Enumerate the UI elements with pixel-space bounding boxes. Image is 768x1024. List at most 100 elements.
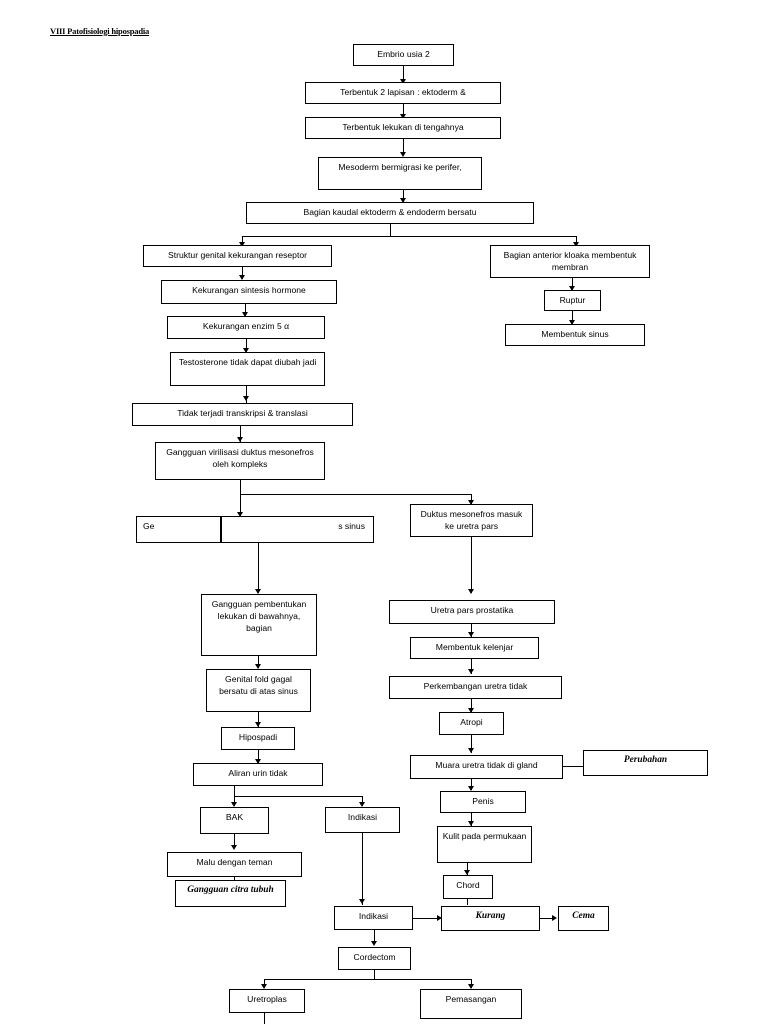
- connector-line: [563, 766, 593, 767]
- connector-line: [246, 386, 247, 403]
- node-mesoderm-bermigrasi: Mesoderm bermigrasi ke perifer,: [318, 157, 482, 190]
- connector-line: [242, 236, 243, 246]
- connector-line: [240, 494, 241, 516]
- connector-line: [258, 712, 259, 727]
- connector-line: [471, 624, 472, 637]
- node-label: Gangguan pembentukan lekukan di bawahnya…: [211, 599, 307, 634]
- arrow-icon: [569, 320, 575, 325]
- connector-line: [572, 311, 573, 324]
- node-terbentuk-lekukan: Terbentuk lekukan di tengahnya: [305, 117, 501, 139]
- connector-line: [572, 278, 573, 290]
- node-label: Cema: [572, 911, 595, 921]
- node-perkembangan-uretra: Perkembangan uretra tidak: [389, 676, 562, 699]
- arrow-icon: [400, 79, 406, 84]
- arrow-icon: [468, 821, 474, 826]
- node-label: Membentuk kelenjar: [435, 642, 514, 652]
- node-label: Testosterone tidak dapat diubah jadi: [178, 357, 317, 367]
- connector-line: [540, 918, 554, 919]
- node-label: Kekurangan enzim 5 α: [202, 321, 290, 331]
- node-testosterone-tidak-dapat: Testosterone tidak dapat diubah jadi: [170, 352, 325, 386]
- node-label: Membentuk sinus: [541, 329, 609, 339]
- node-perubahan: Perubahan: [583, 750, 708, 776]
- node-atropi: Atropi: [439, 712, 504, 735]
- connector-line: [576, 236, 577, 246]
- connector-line: [234, 796, 235, 806]
- node-label: Ge: [143, 521, 155, 531]
- node-label: Malu dengan teman: [196, 857, 273, 867]
- node-label: Kekurangan sintesis hormone: [192, 285, 306, 295]
- connector-line: [258, 656, 259, 668]
- node-label: Tidak terjadi transkripsi & translasi: [177, 408, 308, 418]
- connector-line: [403, 104, 404, 117]
- node-label: Penis: [472, 796, 494, 806]
- node-label: Atropi: [460, 717, 483, 727]
- connector-line: [403, 139, 404, 156]
- node-label: Gangguan virilisasi duktus mesonefros ol…: [166, 447, 314, 470]
- connector-line: [467, 863, 468, 875]
- arrow-icon: [468, 748, 474, 753]
- connector-line: [471, 779, 472, 790]
- node-gangguan-virilisasi: Gangguan virilisasi duktus mesonefros ol…: [155, 442, 325, 480]
- arrow-icon: [237, 437, 243, 442]
- connector-line: [374, 970, 375, 979]
- node-terbentuk-2-lapisan: Terbentuk 2 lapisan : ektoderm &: [305, 82, 501, 104]
- connector-line: [403, 66, 404, 81]
- page-title: VIII Patofisiologi hipospadia: [50, 26, 150, 36]
- connector-line: [246, 339, 247, 352]
- connector-line: [240, 494, 471, 495]
- arrow-icon: [261, 984, 267, 989]
- arrow-icon: [552, 915, 557, 921]
- arrow-icon: [573, 242, 579, 247]
- node-genital-fold-gagal: Genital fold gagal bersatu di atas sinus: [206, 669, 311, 712]
- node-indikasi-2: Indikasi: [334, 906, 413, 930]
- arrow-icon: [437, 915, 442, 921]
- node-label: Mesoderm bermigrasi ke perifer,: [338, 162, 462, 172]
- node-label: Bagian kaudal ektoderm & endoderm bersat…: [303, 207, 477, 217]
- node-ruptur: Ruptur: [544, 290, 601, 311]
- arrow-icon: [231, 845, 237, 850]
- connector-line: [362, 796, 363, 806]
- connector-line: [374, 930, 375, 944]
- node-label: Duktus mesonefros masuk ke uretra pars: [420, 509, 523, 532]
- node-struktur-genital: Struktur genital kekurangan reseptor: [143, 245, 332, 267]
- connector-line: [390, 224, 391, 236]
- connector-line: [234, 877, 235, 881]
- node-cema: Cema: [558, 906, 609, 931]
- node-label: s sinus: [338, 521, 365, 531]
- connector-line: [264, 979, 471, 980]
- arrow-icon: [239, 275, 245, 280]
- node-indikasi-1: Indikasi: [325, 807, 400, 833]
- arrow-icon: [255, 722, 261, 727]
- node-penis: Penis: [440, 791, 526, 813]
- arrow-icon: [359, 899, 365, 904]
- node-label: Indikasi: [358, 911, 389, 921]
- node-label: Bagian anterior kloaka membentuk membran: [503, 250, 637, 273]
- arrow-icon: [242, 312, 248, 317]
- connector-line: [242, 236, 576, 237]
- node-label: Pemasangan: [445, 994, 497, 1004]
- node-membentuk-sinus: Membentuk sinus: [505, 324, 645, 346]
- arrow-icon: [464, 870, 470, 875]
- arrow-icon: [255, 664, 261, 669]
- arrow-icon: [468, 984, 474, 989]
- node-label: Struktur genital kekurangan reseptor: [167, 250, 307, 260]
- node-label: Cordectom: [353, 952, 396, 962]
- node-label: Genital fold gagal bersatu di atas sinus: [219, 674, 298, 697]
- arrow-icon: [468, 500, 474, 505]
- connector-line: [234, 796, 362, 797]
- node-label: Terbentuk 2 lapisan : ektoderm &: [340, 87, 466, 97]
- node-label: Indikasi: [347, 812, 378, 822]
- connector-line: [258, 750, 259, 763]
- node-membentuk-kelenjar: Membentuk kelenjar: [410, 637, 539, 659]
- arrow-icon: [237, 512, 243, 517]
- arrow-icon: [468, 708, 474, 713]
- arrow-icon: [371, 941, 377, 946]
- node-muara-uretra: Muara uretra tidak di gland: [410, 755, 563, 779]
- node-kulit-pada-permukaan: Kulit pada permukaan: [437, 826, 532, 863]
- node-embrio-usia-2: Embrio usia 2: [353, 44, 454, 66]
- connector-line: [264, 979, 265, 988]
- connector-line: [471, 494, 472, 504]
- node-tidak-terjadi-transkripsi: Tidak terjadi transkripsi & translasi: [132, 403, 353, 426]
- arrow-icon: [468, 589, 474, 594]
- node-label: Gangguan citra tubuh: [187, 885, 274, 895]
